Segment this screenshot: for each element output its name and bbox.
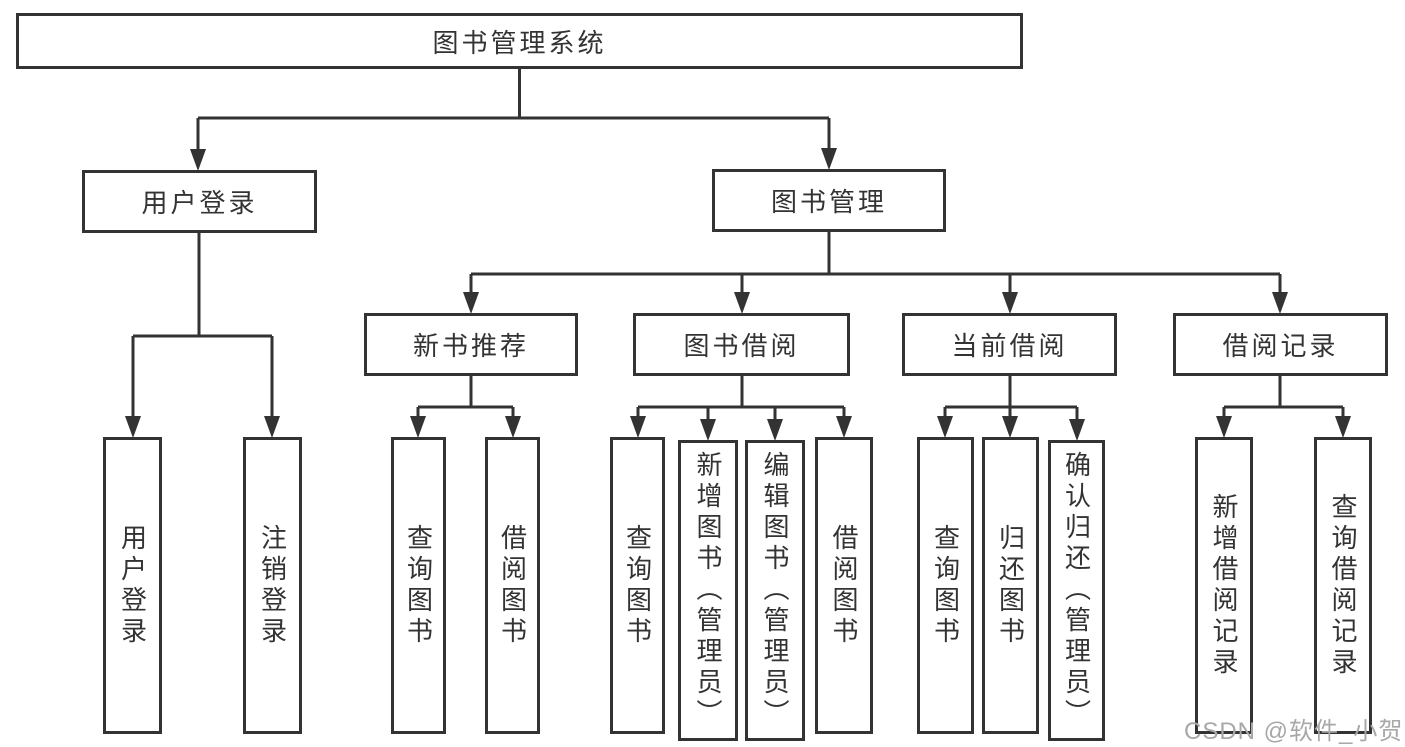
node-label: 新增图书（管理员） [693,451,723,730]
leaf-add-borrow-record: 新增借阅记录 [1195,437,1253,734]
leaf-query-books-recommend: 查询图书 [391,437,446,734]
node-root-system: 图书管理系统 [16,13,1023,69]
node-label: 图书管理系统 [432,27,607,58]
node-label: 用户登录 [117,523,148,648]
node-new-book-recommend: 新书推荐 [364,313,578,376]
node-label: 借阅图书 [829,523,859,648]
node-label: 借阅图书 [497,523,528,648]
node-label: 当前借阅 [951,331,1068,361]
node-label: 归还图书 [995,523,1026,648]
connector-lines [131,69,1345,436]
node-label: 查询图书 [930,523,961,648]
node-book-management: 图书管理 [712,169,946,232]
leaf-confirm-return-admin: 确认归还（管理员） [1048,440,1105,741]
leaf-edit-books-admin: 编辑图书（管理员） [745,440,805,741]
csdn-watermark: CSDN @软件_小贺同学 [1184,718,1405,745]
node-book-borrowing: 图书借阅 [633,313,850,376]
node-label: 查询借阅记录 [1328,492,1358,679]
leaf-query-borrow-record: 查询借阅记录 [1314,437,1372,734]
node-label: 用户登录 [141,188,258,218]
leaf-query-books-borrowing: 查询图书 [610,437,665,734]
leaf-logout: 注销登录 [243,437,302,734]
node-user-login: 用户登录 [82,170,317,233]
node-label: 编辑图书（管理员） [760,451,790,730]
node-label: 新增借阅记录 [1209,492,1239,679]
arrowhead-icon [125,148,1351,441]
node-label: 查询图书 [622,523,653,648]
leaf-query-books-current: 查询图书 [917,437,974,734]
node-borrowing-records: 借阅记录 [1173,313,1388,376]
leaf-user-login: 用户登录 [103,437,162,734]
node-current-borrowing: 当前借阅 [902,313,1117,376]
node-label: 新书推荐 [412,331,529,361]
node-label: 借阅记录 [1222,331,1339,361]
node-label: 确认归还（管理员） [1061,451,1092,730]
leaf-borrow-books-recommend: 借阅图书 [485,437,540,734]
leaf-add-books-admin: 新增图书（管理员） [678,440,738,741]
node-label: 查询图书 [403,523,434,648]
node-label: 图书借阅 [683,331,800,361]
leaf-return-books: 归还图书 [982,437,1039,734]
node-label: 图书管理 [770,187,887,217]
node-label: 注销登录 [257,523,288,648]
leaf-borrow-books: 借阅图书 [815,437,873,734]
